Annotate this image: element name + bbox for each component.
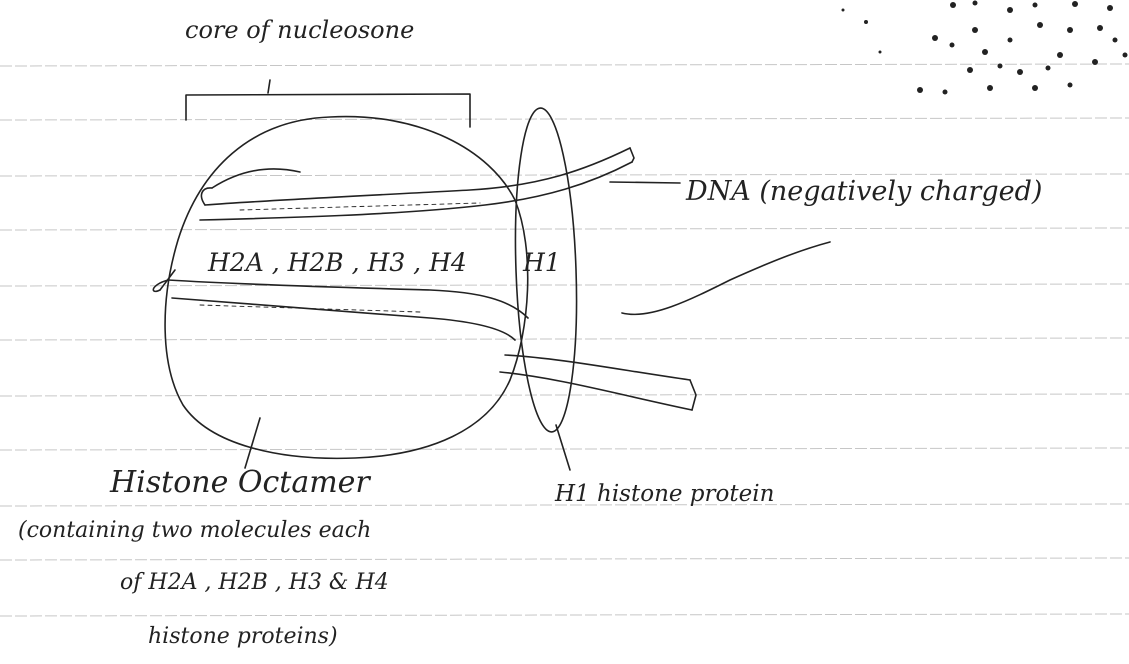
charge-leader [622,242,830,314]
dna-strand-bottom [153,270,528,340]
ink-speckles [842,1,1128,95]
core-label: core of nucleosone [185,18,414,42]
dna-label: DNA (negatively charged) [686,178,1042,205]
h1-protein-label: H1 histone protein [555,483,774,506]
h1-leader [556,425,570,470]
dna-strand-exit [500,355,696,410]
octamer-description-line-1: (containing two molecules each [18,520,371,542]
histone-types-label: H2A , H2B , H3 , H4 [208,250,467,275]
octamer-description-line-3: histone proteins) [148,626,338,648]
octamer-leader [245,418,260,468]
dna-leader [610,182,680,183]
octamer-label: Histone Octamer [110,468,370,498]
octamer-description-line-2: of H2A , H2B , H3 & H4 [120,572,389,594]
h1-label: H1 [523,250,561,275]
